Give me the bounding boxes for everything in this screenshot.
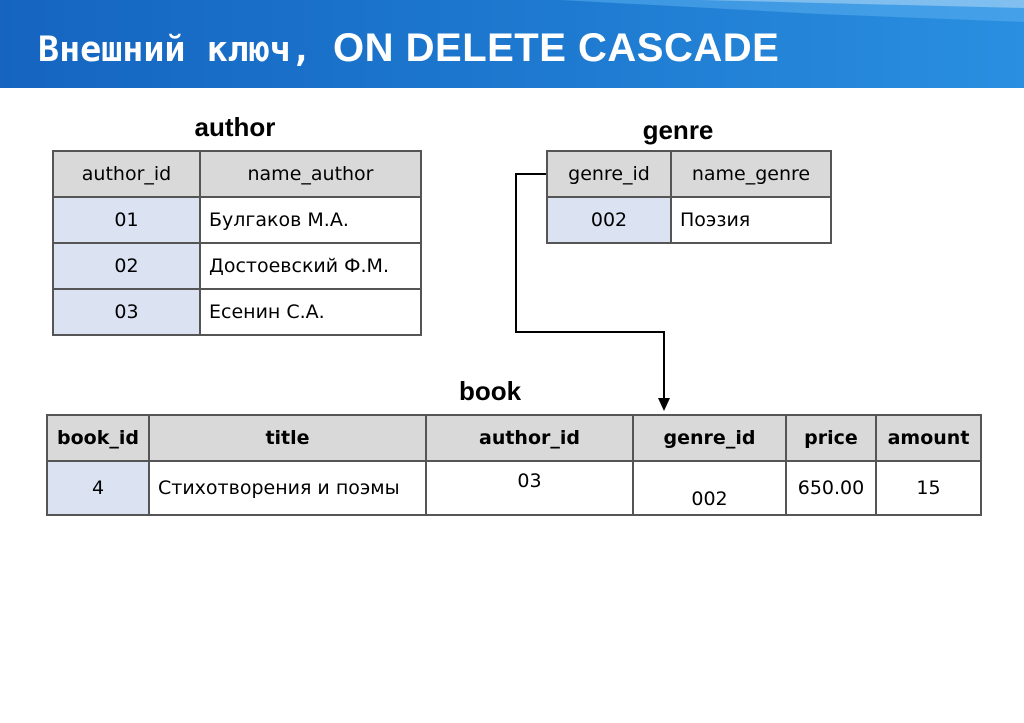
column-header: name_genre: [670, 150, 832, 198]
column-header: amount: [875, 414, 982, 462]
book-genre-id-cell: 002: [632, 460, 787, 516]
author-name-cell: Есенин С.А.: [199, 288, 422, 336]
genre-table-caption: genre: [642, 115, 714, 145]
table-row: 002 Поэзия: [546, 196, 832, 244]
slide-title: Внешний ключ, ON DELETE CASCADE: [38, 20, 998, 78]
column-header: name_author: [199, 150, 422, 198]
slide-title-part2: ON DELETE CASCADE: [333, 26, 780, 70]
arrow-head-icon: [658, 398, 670, 411]
book-table: book_id title author_id genre_id price a…: [46, 414, 982, 516]
genre-header-row: genre_id name_genre: [546, 150, 832, 198]
genre-table: genre_id name_genre 002 Поэзия: [546, 150, 832, 244]
title-banner: [0, 0, 1024, 118]
slide-title-part1: Внешний ключ,: [38, 30, 334, 70]
book-amount-cell: 15: [875, 460, 982, 516]
banner-background: [0, 0, 1024, 118]
book-header-row: book_id title author_id genre_id price a…: [46, 414, 982, 462]
column-header: book_id: [46, 414, 150, 462]
book-author-id-cell: 03: [425, 460, 634, 516]
column-header: author_id: [425, 414, 634, 462]
table-row: 01 Булгаков М.А.: [52, 196, 422, 244]
author-name-cell: Достоевский Ф.М.: [199, 242, 422, 290]
connector-line: [515, 173, 665, 402]
book-price-cell: 650.00: [785, 460, 877, 516]
author-table-caption: author: [194, 112, 276, 142]
author-id-cell: 01: [52, 196, 201, 244]
author-name-cell: Булгаков М.А.: [199, 196, 422, 244]
column-header: author_id: [52, 150, 201, 198]
column-header: genre_id: [632, 414, 787, 462]
genre-id-cell: 002: [546, 196, 672, 244]
author-table: author_id name_author 01 Булгаков М.А. 0…: [52, 150, 422, 336]
column-header: title: [148, 414, 427, 462]
table-row: 4 Стихотворения и поэмы 03 002 650.00 15: [46, 460, 982, 516]
column-header: genre_id: [546, 150, 672, 198]
author-id-cell: 03: [52, 288, 201, 336]
table-row: 02 Достоевский Ф.М.: [52, 242, 422, 290]
column-header: price: [785, 414, 877, 462]
genre-name-cell: Поэзия: [670, 196, 832, 244]
table-row: 03 Есенин С.А.: [52, 288, 422, 336]
book-id-cell: 4: [46, 460, 150, 516]
book-table-caption: book: [458, 376, 522, 406]
book-title-cell: Стихотворения и поэмы: [148, 460, 427, 516]
author-id-cell: 02: [52, 242, 201, 290]
author-header-row: author_id name_author: [52, 150, 422, 198]
